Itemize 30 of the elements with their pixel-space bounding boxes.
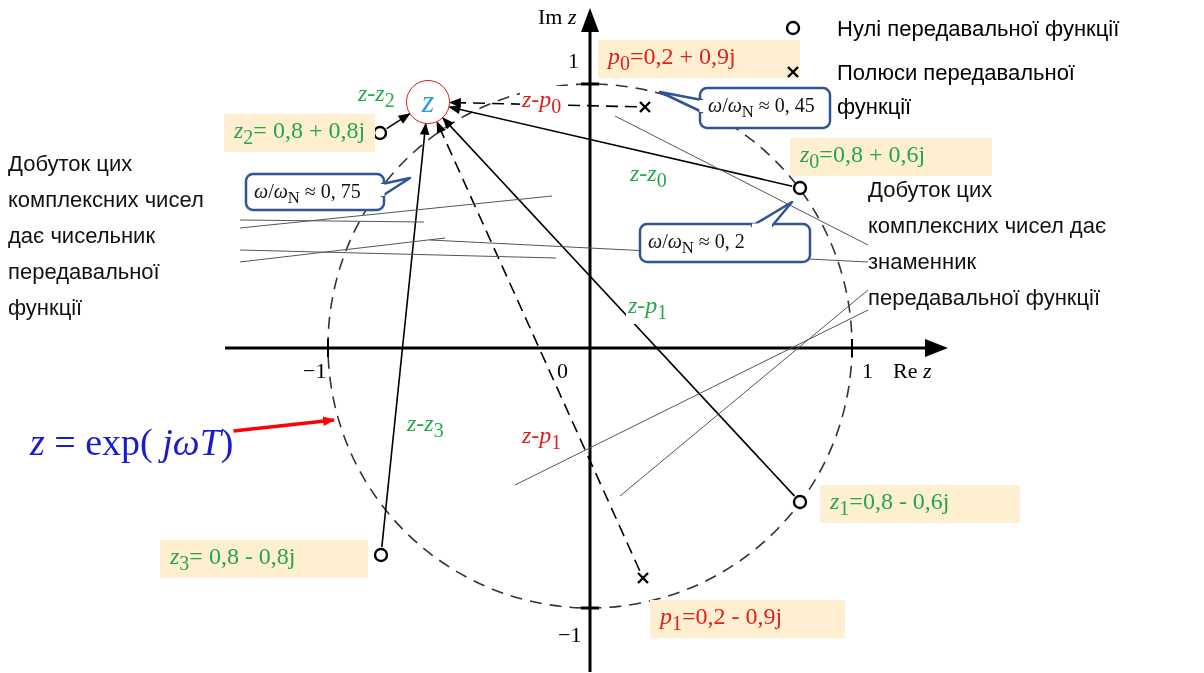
value-label: z$_{1}$=0,8 - 0,6j <box>820 485 1020 523</box>
zero-marker <box>373 547 389 563</box>
ratio-label: ω/ω$_{N}$ ≈ 0, 2 <box>648 230 745 258</box>
arrow <box>436 120 641 572</box>
ratio-label: ω/ω$_{N}$ ≈ 0, 75 <box>254 180 361 208</box>
value-label: p$_{0}$=0,2 + 0,9j <box>598 40 800 78</box>
leader-line <box>239 249 557 259</box>
arrow <box>233 416 336 433</box>
leader-line <box>614 115 869 246</box>
zero-marker <box>792 180 808 196</box>
arrow <box>448 104 793 187</box>
value-label: z$_{0}$=0,8 + 0,6j <box>790 138 992 176</box>
legend-text: Полюси передавальної функції <box>837 59 1076 121</box>
leader-line <box>514 309 869 486</box>
arrow <box>442 117 796 497</box>
arrow <box>381 122 430 548</box>
ratio-label: ω/ω$_{N}$ ≈ 0, 45 <box>708 94 815 122</box>
leader-line <box>239 219 425 223</box>
value-label: z$_{2}$= 0,8 + 0,8j <box>224 114 376 152</box>
value-label: z$_{3}$= 0,8 - 0,8j <box>160 540 368 578</box>
pole-marker <box>637 99 653 115</box>
leader-line <box>619 289 869 497</box>
pole-marker <box>635 570 651 586</box>
leader-line <box>239 237 446 263</box>
formula-text: z = exp( jωT) <box>30 420 234 464</box>
leader-line <box>239 195 553 229</box>
zero-marker <box>792 494 808 510</box>
legend-text: Нулі передавальної функції <box>837 15 1120 43</box>
arrow <box>385 113 411 130</box>
value-label: p$_{1}$=0,2 - 0,9j <box>650 600 845 638</box>
